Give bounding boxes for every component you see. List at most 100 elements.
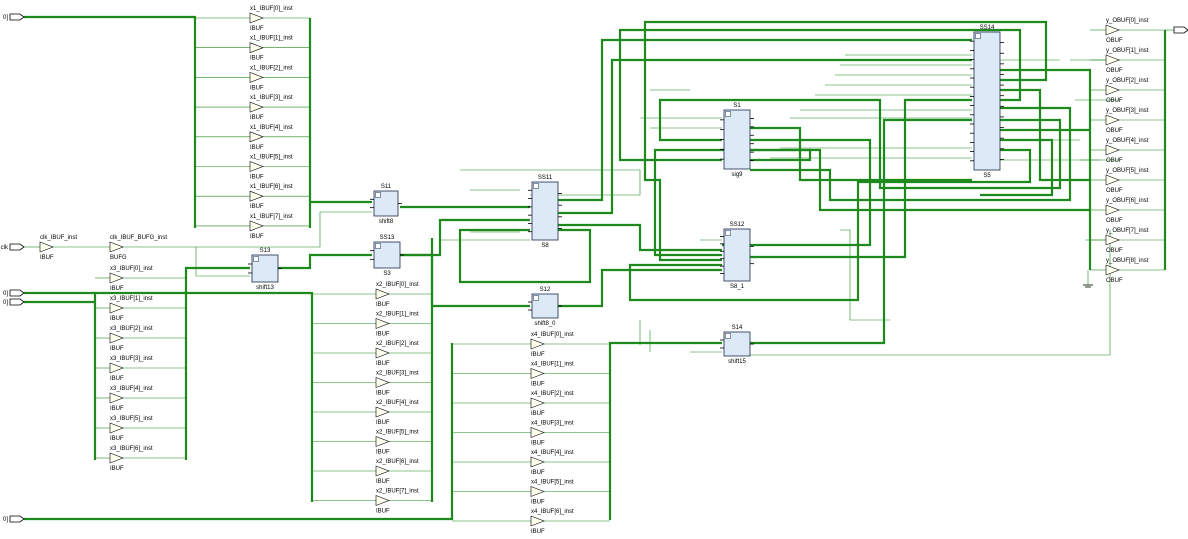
x3-ibuf-4-type-label: IBUF	[110, 406, 124, 412]
SS11-cell-icon	[533, 183, 539, 189]
S14-type-label: shift15	[728, 359, 746, 365]
x1-ibuf-5-buffer-icon	[249, 161, 264, 172]
x3-ibuf-6-buffer-icon	[109, 452, 124, 464]
SS13-cell-icon	[375, 243, 381, 249]
y-obuf-1-buffer-icon	[1105, 54, 1120, 66]
x3-ibuf-0-inst-label: x3_IBUF[0]_inst	[110, 266, 153, 272]
x3-ibuf-2-type-label: IBUF	[110, 346, 124, 352]
y-obuf-2-inst-label: y_OBUF[2]_inst	[1106, 78, 1149, 84]
y-obuf-4-buffer-icon	[1105, 144, 1120, 156]
y-obuf-7-inst-label: y_OBUF[7]_inst	[1106, 228, 1149, 234]
x1-ibuf-3-type-label: IBUF	[250, 115, 264, 121]
x4-port-icon	[9, 515, 25, 523]
S1-inst-label: S1	[733, 103, 741, 109]
x3-ibuf-0-type-label: IBUF	[110, 286, 124, 292]
y-obuf-5-type-label: OBUF	[1106, 188, 1123, 194]
x1-ibuf-1-buffer-icon	[249, 42, 264, 54]
x4-ibuf-3-inst-label: x4_IBUF[3]_inst	[531, 421, 574, 427]
SS12-inst-label: SS12	[730, 222, 745, 228]
SS14-type-label: S5	[983, 173, 991, 179]
nets	[24, 15, 1174, 522]
x2-ibuf-7-inst-label: x2_IBUF[7]_inst	[376, 489, 419, 495]
x1-ibuf-1-inst-label: x1_IBUF[1]_inst	[250, 36, 293, 42]
bus-net	[24, 15, 197, 228]
x2-ibuf-4-inst-label: x2_IBUF[4]_inst	[376, 400, 419, 406]
bus-net	[95, 291, 314, 502]
x3-ibuf-5-buffer-icon	[109, 422, 124, 434]
SS14-cell-icon	[975, 33, 981, 39]
x3-ibuf-4-inst-label: x3_IBUF[4]_inst	[110, 386, 153, 392]
x4-port-label: 0]	[3, 517, 8, 523]
x1-ibuf-2-inst-label: x1_IBUF[2]_inst	[250, 65, 293, 71]
x4-ibuf-0-type-label: IBUF	[531, 352, 545, 358]
bus-net	[628, 148, 1032, 302]
clk-bufg-inst-label: clk_IBUF_BUFG_inst	[110, 235, 167, 241]
clk-port-icon	[9, 243, 25, 251]
y-obuf-0-type-label: OBUF	[1106, 38, 1123, 44]
S12-inst-label: S12	[540, 287, 551, 293]
clk-port-label: clk	[1, 245, 9, 251]
y-output-port-icon	[1173, 26, 1188, 34]
x3-ibuf-3-type-label: IBUF	[110, 376, 124, 382]
bus-net	[24, 343, 454, 521]
x1-ibuf-4-type-label: IBUF	[250, 145, 264, 151]
SS14-inst-label: SS14	[980, 25, 995, 31]
x2-ibuf-0-buffer-icon	[375, 288, 390, 300]
x4-ibuf-2-inst-label: x4_IBUF[2]_inst	[531, 391, 574, 397]
x4-ibuf-1-buffer-icon	[530, 368, 545, 379]
x3-ibuf-3-buffer-icon	[109, 362, 124, 374]
x2-ibuf-3-inst-label: x2_IBUF[3]_inst	[376, 371, 419, 377]
x2-ibuf-0-inst-label: x2_IBUF[0]_inst	[376, 282, 419, 288]
x4-ibuf-4-buffer-icon	[530, 456, 545, 468]
x1-ibuf-6-type-label: IBUF	[250, 204, 264, 210]
x2-ibuf-0-type-label: IBUF	[376, 302, 390, 308]
bus-net	[618, 28, 1022, 162]
S1-type-label: sig9	[731, 172, 743, 178]
S13-inst-label: S13	[260, 248, 271, 254]
clk-bufg-type-label: BUFG	[110, 255, 127, 261]
bus-net	[558, 268, 722, 308]
SS12-cell-icon	[725, 230, 731, 236]
x4-ibuf-2-buffer-icon	[530, 397, 545, 409]
y-obuf-8-buffer-icon	[1105, 264, 1120, 276]
S11-type-label: shift8	[379, 219, 394, 225]
y-obuf-2-type-label: OBUF	[1106, 98, 1123, 104]
x2-ibuf-7-buffer-icon	[375, 495, 390, 506]
x2-ibuf-3-type-label: IBUF	[376, 391, 390, 397]
x3-ibuf-1-inst-label: x3_IBUF[1]_inst	[110, 296, 153, 302]
x1-ibuf-4-buffer-icon	[249, 131, 264, 143]
x3-ibuf-5-inst-label: x3_IBUF[5]_inst	[110, 416, 153, 422]
x1-ibuf-0-inst-label: x1_IBUF[0]_inst	[250, 6, 293, 12]
x4-ibuf-4-type-label: IBUF	[531, 470, 545, 476]
S14-cell-icon	[725, 333, 731, 339]
x2-ibuf-6-buffer-icon	[375, 465, 390, 477]
x2-ibuf-1-buffer-icon	[375, 318, 390, 329]
S1-cell-icon	[725, 111, 731, 117]
y-obuf-2-buffer-icon	[1105, 84, 1120, 96]
clk-ibuf-type-label: IBUF	[40, 255, 54, 261]
x3-port-icon	[9, 289, 25, 297]
S13-cell-icon	[253, 256, 259, 262]
bus-net	[722, 138, 872, 247]
y-obuf-8-type-label: OBUF	[1106, 278, 1123, 284]
bus-net	[558, 58, 972, 215]
x2-ibuf-6-type-label: IBUF	[376, 479, 390, 485]
signal-net	[123, 246, 250, 277]
x4-ibuf-4-inst-label: x4_IBUF[4]_inst	[531, 450, 574, 456]
x4-ibuf-1-type-label: IBUF	[531, 382, 545, 388]
x4-ibuf-0-inst-label: x4_IBUF[0]_inst	[531, 332, 574, 338]
y-obuf-7-type-label: OBUF	[1106, 248, 1123, 254]
y-obuf-5-inst-label: y_OBUF[5]_inst	[1106, 168, 1149, 174]
x1-port-label: 0]	[3, 15, 8, 21]
x4-ibuf-2-type-label: IBUF	[531, 411, 545, 417]
y-obuf-7-buffer-icon	[1105, 234, 1120, 246]
bus-net	[458, 228, 592, 284]
bus-net	[750, 118, 972, 345]
x4-ibuf-3-buffer-icon	[530, 427, 545, 438]
x4-ibuf-6-inst-label: x4_IBUF[6]_inst	[531, 509, 574, 515]
x1-ibuf-5-inst-label: x1_IBUF[5]_inst	[250, 155, 293, 161]
signal-net	[730, 230, 1111, 356]
SS11-cell	[531, 181, 559, 241]
y-obuf-8-inst-label: y_OBUF[8]_inst	[1106, 258, 1149, 264]
